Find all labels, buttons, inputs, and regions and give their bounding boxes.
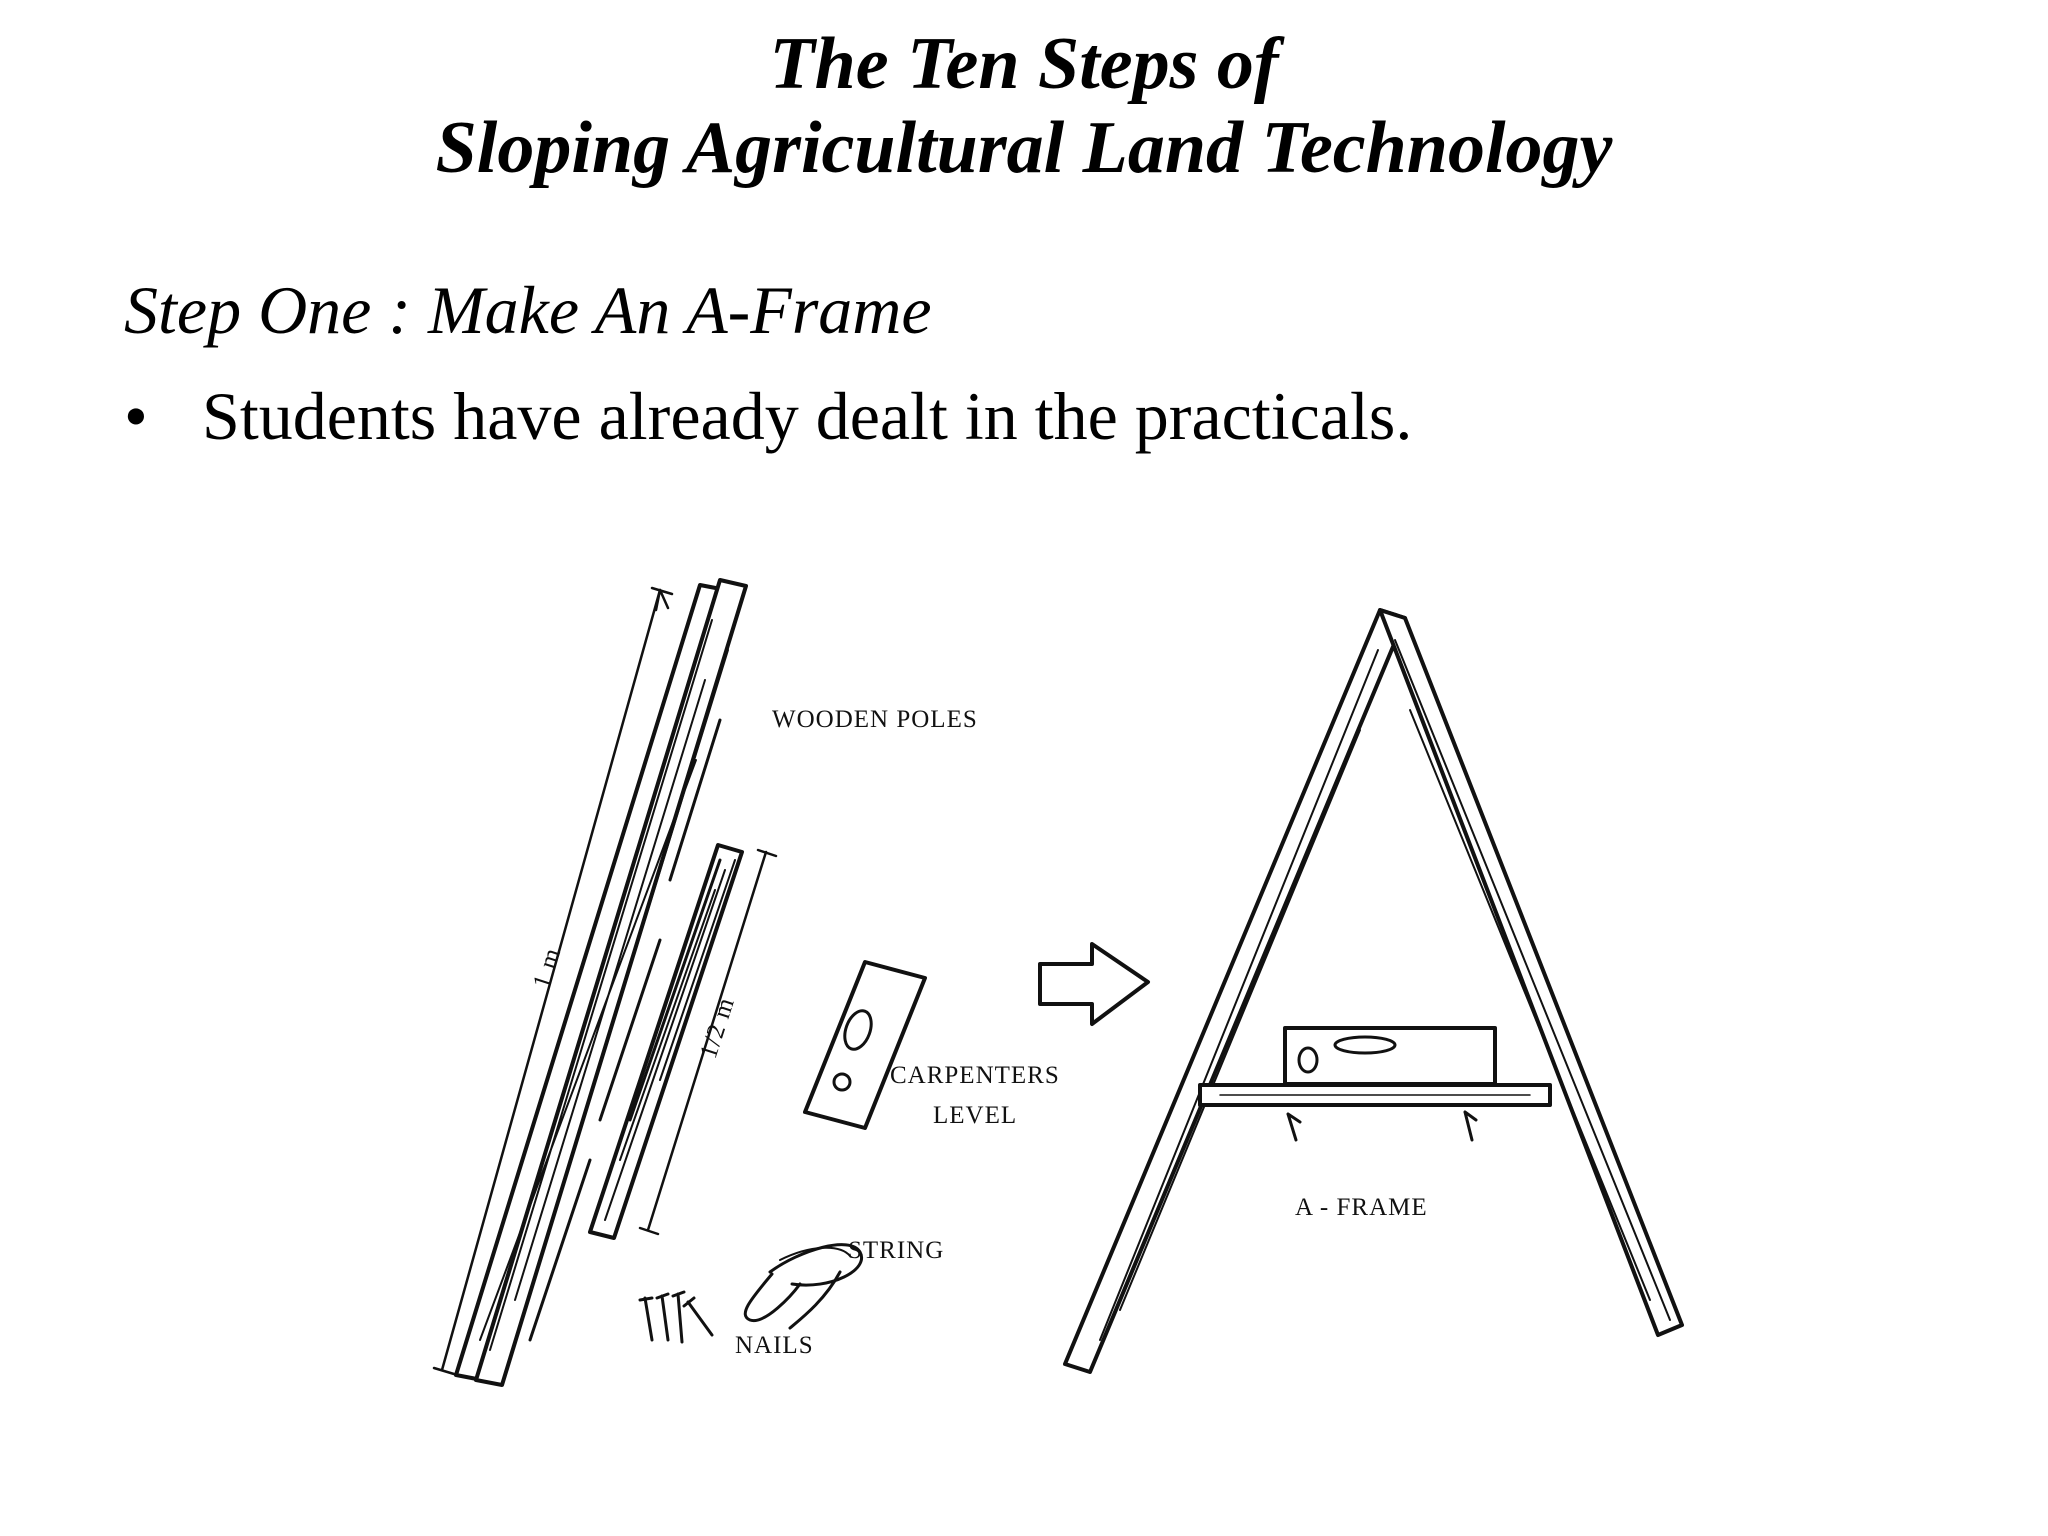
label-wooden-poles: WOODEN POLES [772,706,978,733]
bullet-text: Students have already dealt in the pract… [202,378,1413,454]
short-pole-icon [588,843,744,1240]
label-nails: NAILS [735,1332,814,1359]
string-icon [743,1243,864,1330]
arrow-right-icon [1038,942,1150,1026]
title-line-2: Sloping Agricultural Land Technology [435,107,1613,189]
carpenters-level-icon [803,960,927,1130]
nails-icon [638,1290,714,1344]
label-dimension-short: 1/2 m [695,994,740,1062]
long-dimension-line [432,586,674,1376]
bullet-mark: • [124,378,148,454]
a-frame-icon [1063,608,1684,1374]
a-frame-illustration: WOODEN POLES CARPENTERS LEVEL STRING NAI… [420,560,1720,1410]
long-pole-icon [454,578,748,1387]
label-a-frame: A - FRAME [1295,1194,1428,1221]
bullet-item: • Students have already dealt in the pra… [124,376,1412,456]
label-dimension-long: 1 m [528,944,566,992]
step-heading: Step One : Make An A-Frame [124,272,932,348]
slide-title: The Ten Steps of Sloping Agricultural La… [0,22,2048,190]
short-dimension-line [638,848,778,1236]
a-frame-drawing: WOODEN POLES CARPENTERS LEVEL STRING NAI… [432,578,1684,1387]
label-string: STRING [848,1237,944,1264]
title-line-1: The Ten Steps of [769,23,1279,105]
label-carpenters: CARPENTERS [890,1062,1060,1089]
label-level: LEVEL [933,1102,1017,1129]
